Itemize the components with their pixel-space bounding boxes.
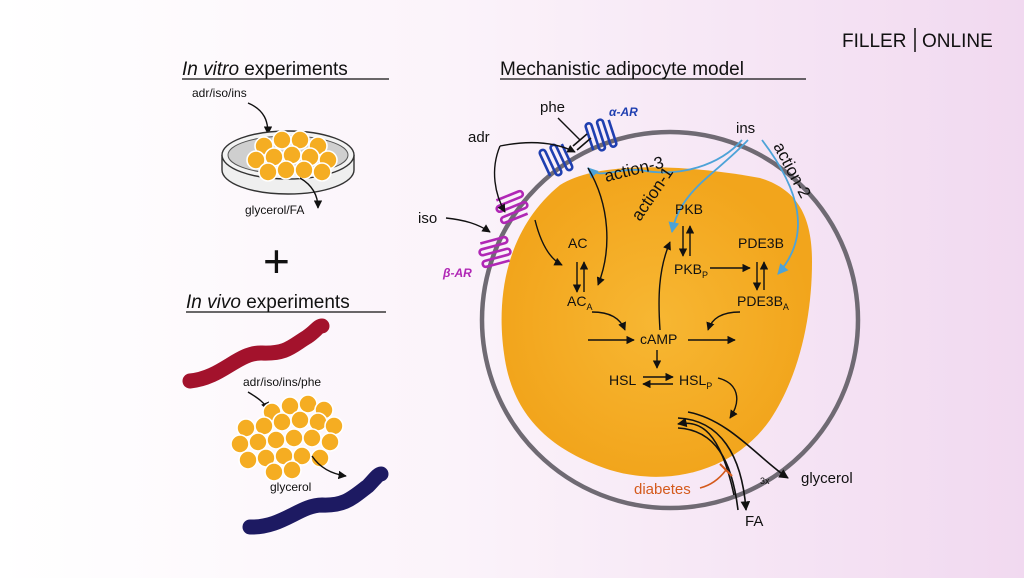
diabetes-label: diabetes [634,481,691,498]
node-hsl: HSL [609,372,636,388]
brand-left: FILLER [842,31,906,52]
in-vitro-panel: In vitro experiments adr/iso/ins glycero… [182,59,389,217]
adipocyte-model: Mechanistic adipocyte model phe adr iso … [418,59,861,530]
brand-right: ONLINE [922,31,993,52]
cell-cluster-dish [246,130,338,182]
alpha-receptor-1 [538,143,574,177]
brand-logo: FILLER ONLINE [842,28,993,52]
cytoplasm [501,167,812,477]
in-vivo-title: In vivo experiments [186,292,350,313]
in-vivo-panel: In vivo experiments adr/iso/ins/phe glyc… [182,292,389,535]
fat-cell [310,448,330,468]
fat-cell [312,162,332,182]
plus-sign: + [263,235,290,287]
output-fa: FA [745,513,763,530]
input-adr: adr [468,129,490,146]
input-phe: phe [540,99,565,116]
node-camp: cAMP [640,331,677,347]
node-pkbp: PKBP [674,261,708,280]
node-pde3ba: PDE3BA [737,293,789,312]
cell-cluster-tissue [230,394,344,482]
in-vitro-title: In vitro experiments [182,59,348,80]
fat-cell [238,450,258,470]
beta-receptor-label: β-AR [442,266,472,280]
fat-cell [290,410,310,430]
fat-cell [282,460,302,480]
fat-cell [302,428,322,448]
beta-receptor-2 [478,235,512,269]
node-aca: ACA [567,293,592,312]
fat-cell [290,130,310,150]
fat-cell [276,160,296,180]
fat-cell [324,416,344,436]
fat-cell [258,162,278,182]
fat-cell [264,462,284,482]
in-vitro-output-label: glycerol/FA [245,203,304,217]
output-glycerol: glycerol [801,470,853,487]
fat-cell [320,432,340,452]
fat-cell [294,160,314,180]
fat-cell [248,432,268,452]
input-iso: iso [418,210,437,227]
ratio-label: 3x [760,476,770,486]
input-ins: ins [736,120,755,137]
node-pde3b: PDE3B [738,235,784,251]
artery-vessel [182,318,330,389]
beta-receptor-1 [495,189,529,225]
model-title: Mechanistic adipocyte model [500,59,744,80]
alpha-receptor-label: α-AR [609,105,638,119]
fat-cell [272,412,292,432]
in-vitro-input-label: adr/iso/ins [192,86,247,100]
node-ac: AC [568,235,587,251]
in-vivo-output-label: glycerol [270,480,311,494]
fat-cell [266,430,286,450]
in-vivo-input-label: adr/iso/ins/phe [243,375,321,389]
fat-cell [230,434,250,454]
fat-cell [284,428,304,448]
vein-vessel [242,466,389,535]
node-hslp: HSLP [679,372,712,391]
node-pkb: PKB [675,201,703,217]
cell-membrane [479,129,861,511]
petri-dish [221,130,355,195]
